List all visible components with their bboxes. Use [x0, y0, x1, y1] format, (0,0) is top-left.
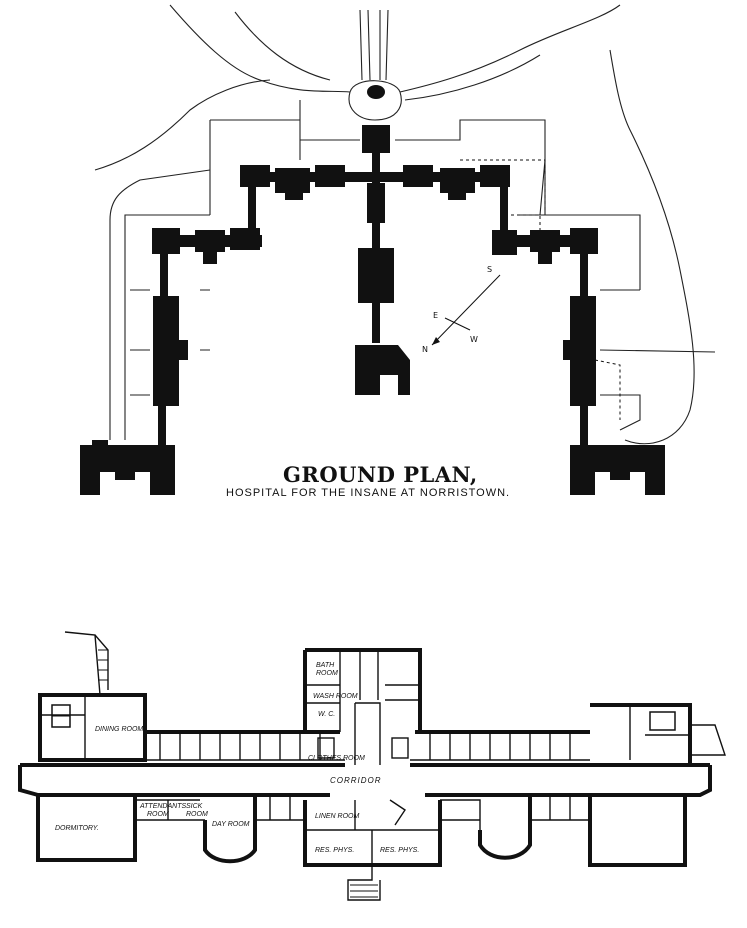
attendants-room-label-2: ROOM: [147, 811, 169, 818]
bath-room-label-2: ROOM: [316, 670, 338, 677]
ground-plan-title: GROUND PLAN,: [283, 462, 478, 487]
compass-e-label: E: [433, 311, 438, 320]
wash-room-label: WASH ROOM: [313, 693, 358, 700]
north-cells-right: [410, 732, 590, 761]
sick-room-label-2: ROOM: [186, 811, 208, 818]
compass-rose: [431, 274, 501, 346]
dormitory-label: DORMITORY.: [55, 825, 99, 832]
fountain-icon: [367, 85, 385, 99]
stair-top-left: [98, 649, 108, 681]
res-phys-left-label: RES. PHYS.: [315, 847, 354, 854]
dining-room-label: DINING ROOM.: [95, 726, 145, 733]
north-cells-left: [145, 732, 345, 761]
hospital-footprint: [80, 125, 665, 495]
south-stair: [350, 884, 378, 898]
res-phys-right-label: RES. PHYS.: [380, 847, 419, 854]
corridor-label: CORRIDOR: [330, 776, 382, 785]
compass-n-label: N: [422, 345, 428, 354]
attendants-room-label-1: ATTENDANTS: [139, 803, 186, 810]
day-room-label: DAY ROOM: [212, 821, 250, 828]
ground-plan-subtitle: HOSPITAL FOR THE INSANE AT NORRISTOWN.: [226, 487, 511, 499]
road-network: [94, 4, 716, 445]
sick-room-label-1: SICK: [186, 803, 203, 810]
ground-plan-map: S E W N: [80, 4, 716, 495]
bath-room-label-1: BATH: [316, 662, 335, 669]
compass-s-label: S: [487, 265, 492, 274]
linen-room-label: LINEN ROOM: [315, 813, 360, 820]
clothes-room-label: CLOTHES ROOM: [308, 755, 365, 762]
compass-w-label: W: [470, 335, 478, 344]
wc-label: W. C.: [318, 711, 335, 718]
